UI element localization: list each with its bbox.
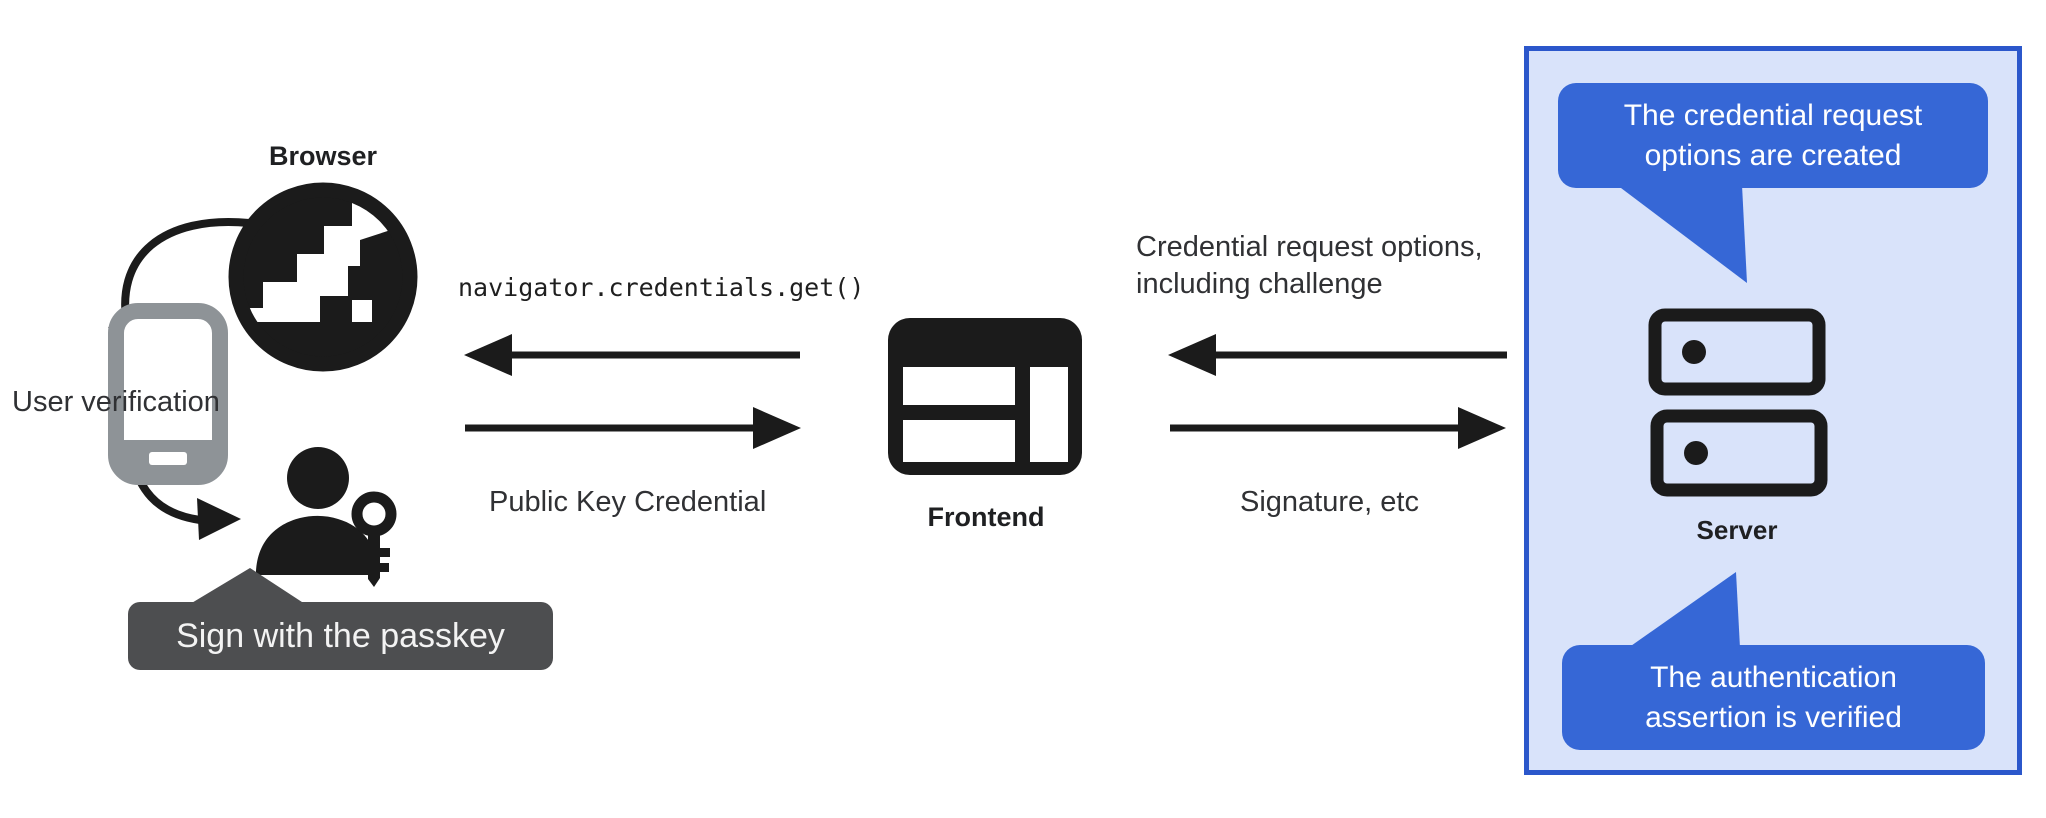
request-created-callout: The credential request options are creat… bbox=[1558, 83, 1988, 188]
credential-request-options-label: Credential request options, including ch… bbox=[1136, 229, 1483, 303]
browser-to-phone-arrow bbox=[108, 218, 250, 373]
server-node-label: Server bbox=[1696, 515, 1778, 545]
credential-request-arrow bbox=[1168, 334, 1507, 376]
user-verification-label: User verification bbox=[12, 386, 220, 418]
browser-node-label: Browser bbox=[268, 141, 378, 171]
request-created-line1: The credential request bbox=[1623, 99, 1923, 132]
frontend-node-label: Frontend bbox=[927, 502, 1045, 532]
assertion-verified-callout: The authentication assertion is verified bbox=[1562, 645, 1985, 750]
public-key-credential-arrow bbox=[465, 407, 801, 449]
get-call-arrow bbox=[464, 334, 800, 376]
sign-badge-pointer bbox=[190, 568, 305, 604]
credential-request-line2: including challenge bbox=[1136, 268, 1383, 300]
person-with-key-icon bbox=[256, 447, 397, 587]
sign-with-passkey-badge: Sign with the passkey bbox=[128, 602, 553, 670]
navigator-credentials-get-label: navigator.credentials.get() bbox=[458, 273, 865, 302]
public-key-credential-label: Public Key Credential bbox=[489, 486, 767, 518]
browser-window-icon bbox=[888, 318, 1082, 475]
credential-request-line1: Credential request options, bbox=[1136, 231, 1483, 263]
assertion-verified-line2: assertion is verified bbox=[1645, 701, 1902, 734]
globe-icon bbox=[228, 182, 418, 372]
phone-to-user-arrow bbox=[122, 436, 241, 540]
assertion-verified-line1: The authentication bbox=[1650, 661, 1897, 694]
request-created-line2: options are created bbox=[1644, 139, 1902, 172]
signature-arrow bbox=[1170, 407, 1506, 449]
signature-label: Signature, etc bbox=[1240, 486, 1419, 518]
